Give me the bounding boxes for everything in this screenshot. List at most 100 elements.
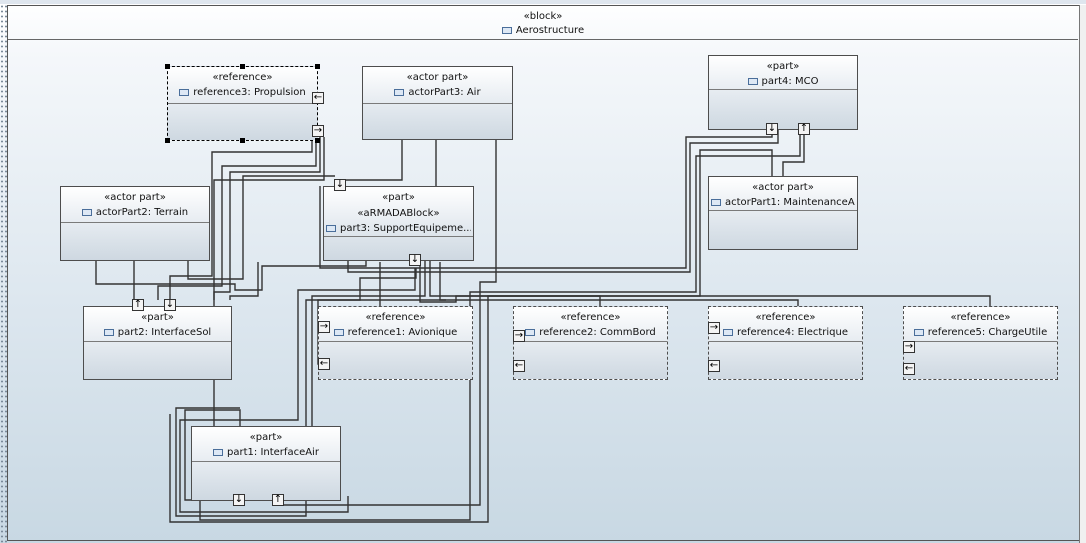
block-stereotype: «reference» <box>950 312 1011 323</box>
right-scroll-edge[interactable] <box>1079 5 1086 543</box>
compartment-separator <box>319 341 472 342</box>
port-up-arrow-icon[interactable]: ↑ <box>272 494 284 506</box>
selection-handle[interactable] <box>240 138 245 143</box>
block-mco[interactable]: «part» part4: MCO <box>708 55 858 130</box>
port-left-arrow-icon[interactable]: ← <box>513 360 525 372</box>
block-stereotype: «reference» <box>212 72 273 83</box>
port-up-arrow-icon[interactable]: ↑ <box>798 123 810 135</box>
block-chargeutile[interactable]: «reference» reference5: ChargeUtile <box>903 306 1058 380</box>
block-title: actorPart3: Air <box>365 87 510 98</box>
header-title: Aerostructure <box>8 25 1078 36</box>
connector-support-interfacesol <box>175 268 417 517</box>
block-support-equipement[interactable]: «part» «aRMADABlock» part3: SupportEquip… <box>323 186 474 261</box>
connector-air-support <box>341 140 403 181</box>
block-stereotype: «part» <box>141 312 174 323</box>
block-title: reference5: ChargeUtile <box>906 327 1055 338</box>
connector-air-commbord <box>278 140 497 506</box>
port-down-arrow-icon[interactable]: ↓ <box>409 254 421 266</box>
connector-mco-air <box>319 130 773 269</box>
port-left-arrow-icon[interactable]: ← <box>312 92 324 104</box>
block-title: reference3: Propulsion <box>170 87 315 98</box>
selection-handle[interactable] <box>315 138 320 143</box>
header-stereotype: «block» <box>523 11 563 22</box>
part-icon <box>179 89 190 96</box>
block-stereotype: «part» <box>766 61 800 72</box>
block-terrain[interactable]: «actor part» actorPart2: Terrain <box>60 186 210 261</box>
block-name: actorPart3: Air <box>408 87 481 98</box>
port-right-arrow-icon[interactable]: → <box>312 125 324 137</box>
editor-tab-strip <box>0 0 1086 4</box>
selection-handle[interactable] <box>165 64 170 69</box>
compartment-separator <box>514 341 667 342</box>
port-down-arrow-icon[interactable]: ↓ <box>766 123 778 135</box>
compartment-separator <box>168 103 317 104</box>
block-interfaceair[interactable]: «part» part1: InterfaceAir <box>191 426 341 501</box>
port-right-arrow-icon[interactable]: → <box>513 330 525 342</box>
block-stereotype: «actor part» <box>752 182 814 193</box>
block-title: reference4: Electrique <box>711 327 860 338</box>
block-name: part1: InterfaceAir <box>227 447 319 458</box>
block-commbord[interactable]: «reference» reference2: CommBord <box>513 306 668 380</box>
block-stereotype: «part» <box>382 192 415 203</box>
port-right-arrow-icon[interactable]: → <box>318 321 330 333</box>
connector-terrain-air <box>187 175 335 280</box>
compartment-separator <box>709 341 862 342</box>
port-up-arrow-icon[interactable]: ↑ <box>132 299 144 311</box>
block-name: part4: MCO <box>761 76 819 87</box>
port-right-arrow-icon[interactable]: → <box>708 322 720 334</box>
port-left-arrow-icon[interactable]: ← <box>903 363 915 375</box>
part-icon <box>213 449 224 456</box>
part-icon <box>747 78 758 85</box>
block-name: reference3: Propulsion <box>193 87 306 98</box>
port-down-arrow-icon[interactable]: ↓ <box>233 494 245 506</box>
block-air[interactable]: «actor part» actorPart3: Air <box>362 66 513 140</box>
part-icon <box>333 329 344 336</box>
block-name: part2: InterfaceSol <box>117 327 212 338</box>
block-title: reference1: Avionique <box>321 327 470 338</box>
ruler-dots <box>0 4 7 543</box>
block-electrique[interactable]: «reference» reference4: Electrique <box>708 306 863 380</box>
block-title: part2: InterfaceSol <box>86 327 229 338</box>
connector-propulsion-interfacesol-c <box>229 262 259 300</box>
connector-propulsion-interfacesol-b <box>157 137 317 300</box>
header-name: Aerostructure <box>515 25 585 36</box>
port-down-arrow-icon[interactable]: ↓ <box>164 299 176 311</box>
part-icon <box>103 329 114 336</box>
connector-support-interfaceair <box>179 268 416 513</box>
block-name: part3: SupportEquipeme... <box>340 223 471 234</box>
block-maintenance[interactable]: «actor part» actorPart1: MaintenanceA... <box>708 176 858 250</box>
connector-mco-support <box>347 130 779 273</box>
block-name: actorPart1: MaintenanceA... <box>725 197 855 208</box>
block-title: part4: MCO <box>711 76 855 87</box>
block-avionique[interactable]: «reference» reference1: Avionique <box>318 306 473 380</box>
block-stereotype: «reference» <box>755 312 816 323</box>
block-name: reference2: CommBord <box>539 327 656 338</box>
port-right-arrow-icon[interactable]: → <box>903 341 915 353</box>
block-propulsion[interactable]: «reference» reference3: Propulsion <box>167 66 318 141</box>
part-icon <box>913 329 924 336</box>
compartment-separator <box>324 236 473 237</box>
connector-maint-mco <box>782 130 805 176</box>
block-name: reference4: Electrique <box>736 327 849 338</box>
connector-propulsion-interfaceair-b <box>213 137 325 300</box>
compartment-separator <box>192 461 340 462</box>
port-down-arrow-icon[interactable]: ↓ <box>334 179 346 191</box>
block-stereotype-secondary: «aRMADABlock» <box>357 208 440 219</box>
diagram-header: «block» Aerostructure <box>8 6 1078 40</box>
block-stereotype: «reference» <box>365 312 426 323</box>
port-left-arrow-icon[interactable]: ← <box>318 358 330 370</box>
selection-handle[interactable] <box>240 64 245 69</box>
block-title: actorPart1: MaintenanceA... <box>711 197 855 208</box>
compartment-separator <box>61 222 209 223</box>
part-icon <box>525 329 536 336</box>
block-name: actorPart2: Terrain <box>95 207 189 218</box>
selection-handle[interactable] <box>315 64 320 69</box>
port-left-arrow-icon[interactable]: ← <box>708 360 720 372</box>
block-stereotype: «actor part» <box>406 72 469 83</box>
block-name: reference5: ChargeUtile <box>927 327 1048 338</box>
block-interfacesol[interactable]: «part» part2: InterfaceSol <box>83 306 232 380</box>
selection-handle[interactable] <box>165 138 170 143</box>
connector-propulsion-interfacesol-a <box>169 137 313 300</box>
compartment-separator <box>84 341 231 342</box>
